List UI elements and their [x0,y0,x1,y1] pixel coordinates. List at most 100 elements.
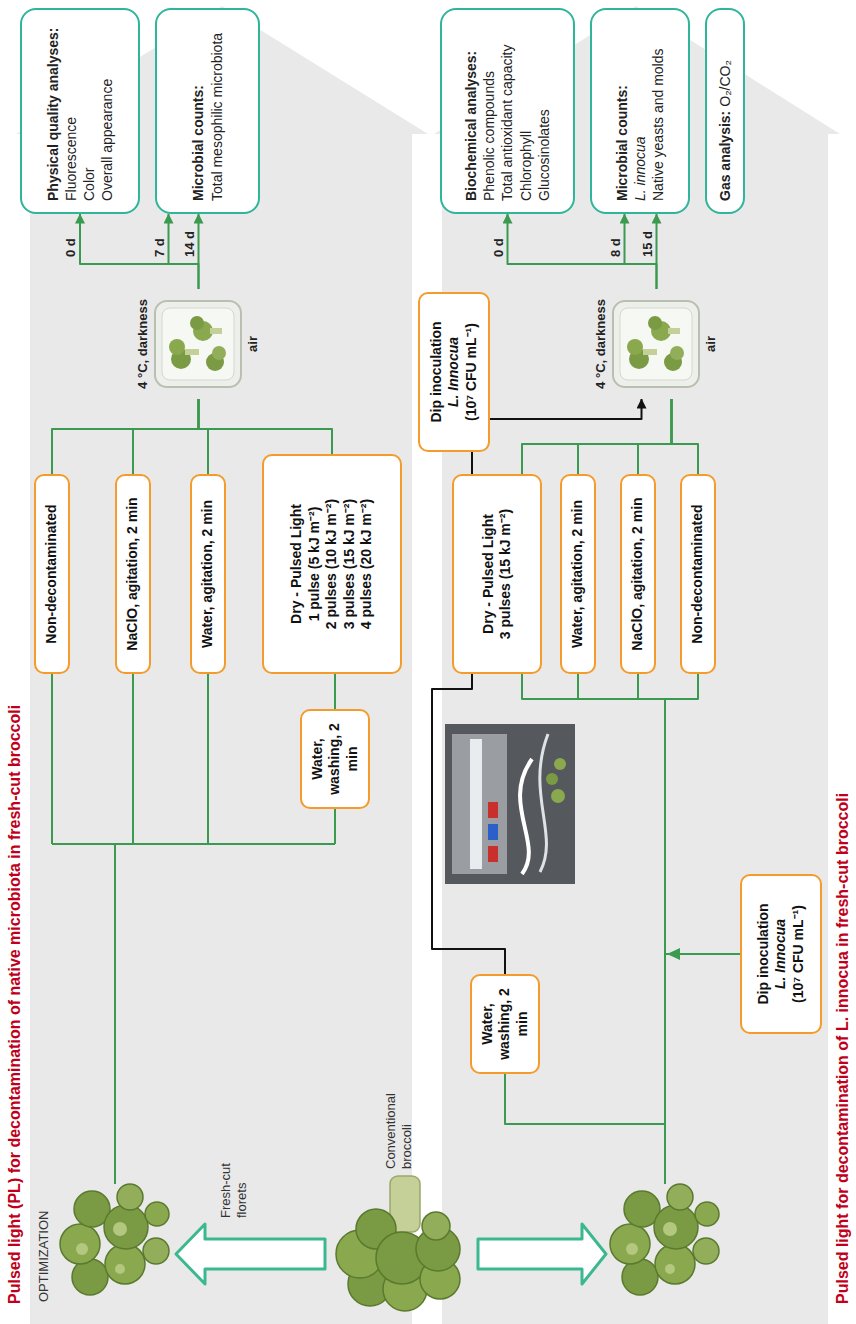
process-box: Water, washing, 2 min [300,709,370,809]
box-text: O₂/CO₂ [717,60,733,107]
box-heading: Dip inoculation [428,321,446,422]
process-box: Dry - Pulsed Light3 pulses (15 kJ m⁻²) [452,474,542,674]
storage-package: 4 °C, darkness air [593,289,720,399]
hollow-arrow [176,1224,325,1284]
connector [133,399,199,474]
branch-line [334,809,336,844]
box-text: Total antioxidant capacity [498,21,516,201]
box-text: 3 pulses (15 kJ m⁻²) [497,509,515,639]
time-label: 14 d [182,231,198,257]
section-title: Pulsed light for decontamination of L. i… [834,793,852,1304]
box-text: Glucosinolates [535,21,553,201]
box-text: Phenolic compounds [480,21,498,201]
process-box: NaClO, agitation, 2 min [620,474,656,674]
connector [508,214,657,289]
connector [522,399,672,474]
process-box: Non-decontaminated [680,474,716,674]
box-text: 1 pulse (5 kJ m⁻²) [306,507,324,622]
connector [665,674,740,954]
time-label: 15 d [640,231,656,257]
process-box: Water, washing, 2 min [470,974,540,1074]
process-band [16,6,428,1324]
process-box: Dip inoculationL. Innocua(10⁷ CFU mL⁻¹) [740,874,822,1034]
connector [522,674,740,954]
box-heading: NaClO, agitation, 2 min [124,497,142,650]
box-text: 4 pulses (20 kJ m⁻²) [358,499,376,629]
time-arrow [168,214,170,264]
box-text: air [703,289,719,399]
box-heading: NaClO, agitation, 2 min [629,497,647,650]
package-tray [611,299,701,389]
box-text: L. Innocua [772,919,790,989]
box-heading: Dry - Pulsed Light [480,514,498,634]
time-label: 0 d [63,238,79,257]
connector [638,674,740,954]
picture-label: Fresh-cut florets [218,1138,249,1218]
analysis-box: Biochemical analyses:Phenolic compoundsT… [440,8,575,214]
connector [656,214,658,289]
analysis-box: Gas analysis: O₂/CO₂ [705,8,745,214]
process-box: Water, agitation, 2 min [560,474,596,674]
box-text: Color [80,21,98,201]
box-heading: Water, agitation, 2 min [199,500,217,648]
connector [52,399,199,474]
section-label: OPTIMIZATION [36,1211,52,1302]
florets-picture [610,1184,719,1295]
box-text: (10⁷ CFU mL⁻¹) [463,323,481,421]
hollow-arrow [478,1224,606,1284]
branch-line [51,674,53,844]
process-band [434,6,840,1324]
box-heading: 4 °C, darkness [135,289,151,399]
box-heading: Dry - Pulsed Light [288,504,306,624]
connector [490,399,642,419]
connector [578,674,740,954]
box-heading: Water, agitation, 2 min [569,500,587,648]
box-text: Fluorescence [62,21,80,201]
connector [672,399,699,474]
connector [198,214,200,289]
time-label: 8 d [608,238,624,257]
broccoli-picture [336,1176,460,1311]
process-box: Water, agitation, 2 min [190,474,226,674]
box-text: air [245,289,261,399]
florets-picture [60,1184,169,1295]
connector [638,399,672,474]
storage-package: 4 °C, darkness air [135,289,262,399]
branch-line [132,674,134,844]
pulsed-light-device-photo [445,724,575,884]
box-heading: Dip inoculation [755,903,773,1004]
process-box: NaClO, agitation, 2 min [115,474,151,674]
connector [199,399,333,454]
analysis-box: Physical quality analyses:FluorescenceCo… [20,8,140,214]
analysis-box: Microbial counts:Total mesophilic microb… [155,8,260,214]
box-heading: Microbial counts: [613,21,631,201]
box-text: Total mesophilic microbiota [208,21,226,201]
connector [471,452,473,474]
box-heading: Gas analysis: [717,111,733,201]
box-heading: Non-decontaminated [689,504,707,643]
connector [432,674,505,974]
trunk-line [114,844,116,1184]
box-text: (10⁷ CFU mL⁻¹) [790,905,808,1003]
branch-bar [52,843,335,845]
box-text: Overall appearance [98,21,116,201]
time-arrow [624,214,626,264]
box-text: L. innocua [631,21,649,201]
box-heading: Physical quality analyses: [44,21,62,201]
box-text: Chlorophyll [517,21,535,201]
branch-line [505,1074,665,1124]
box-heading: 4 °C, darkness [593,289,609,399]
diagram-title: Pulsed light (PL) for decontamination of… [6,705,24,1304]
connector [80,214,199,289]
connector [334,674,336,709]
box-text: Native yeasts and molds [649,21,667,201]
package-tray [153,299,243,389]
process-box: Non-decontaminated [34,474,70,674]
box-text: 2 pulses (10 kJ m⁻²) [323,499,341,629]
connector [199,399,209,474]
process-box: Dip inoculationL. Innocua(10⁷ CFU mL⁻¹) [418,292,490,452]
box-heading: Water, washing, 2 min [309,717,362,801]
time-label: 7 d [152,238,168,257]
box-heading: Microbial counts: [189,21,207,201]
